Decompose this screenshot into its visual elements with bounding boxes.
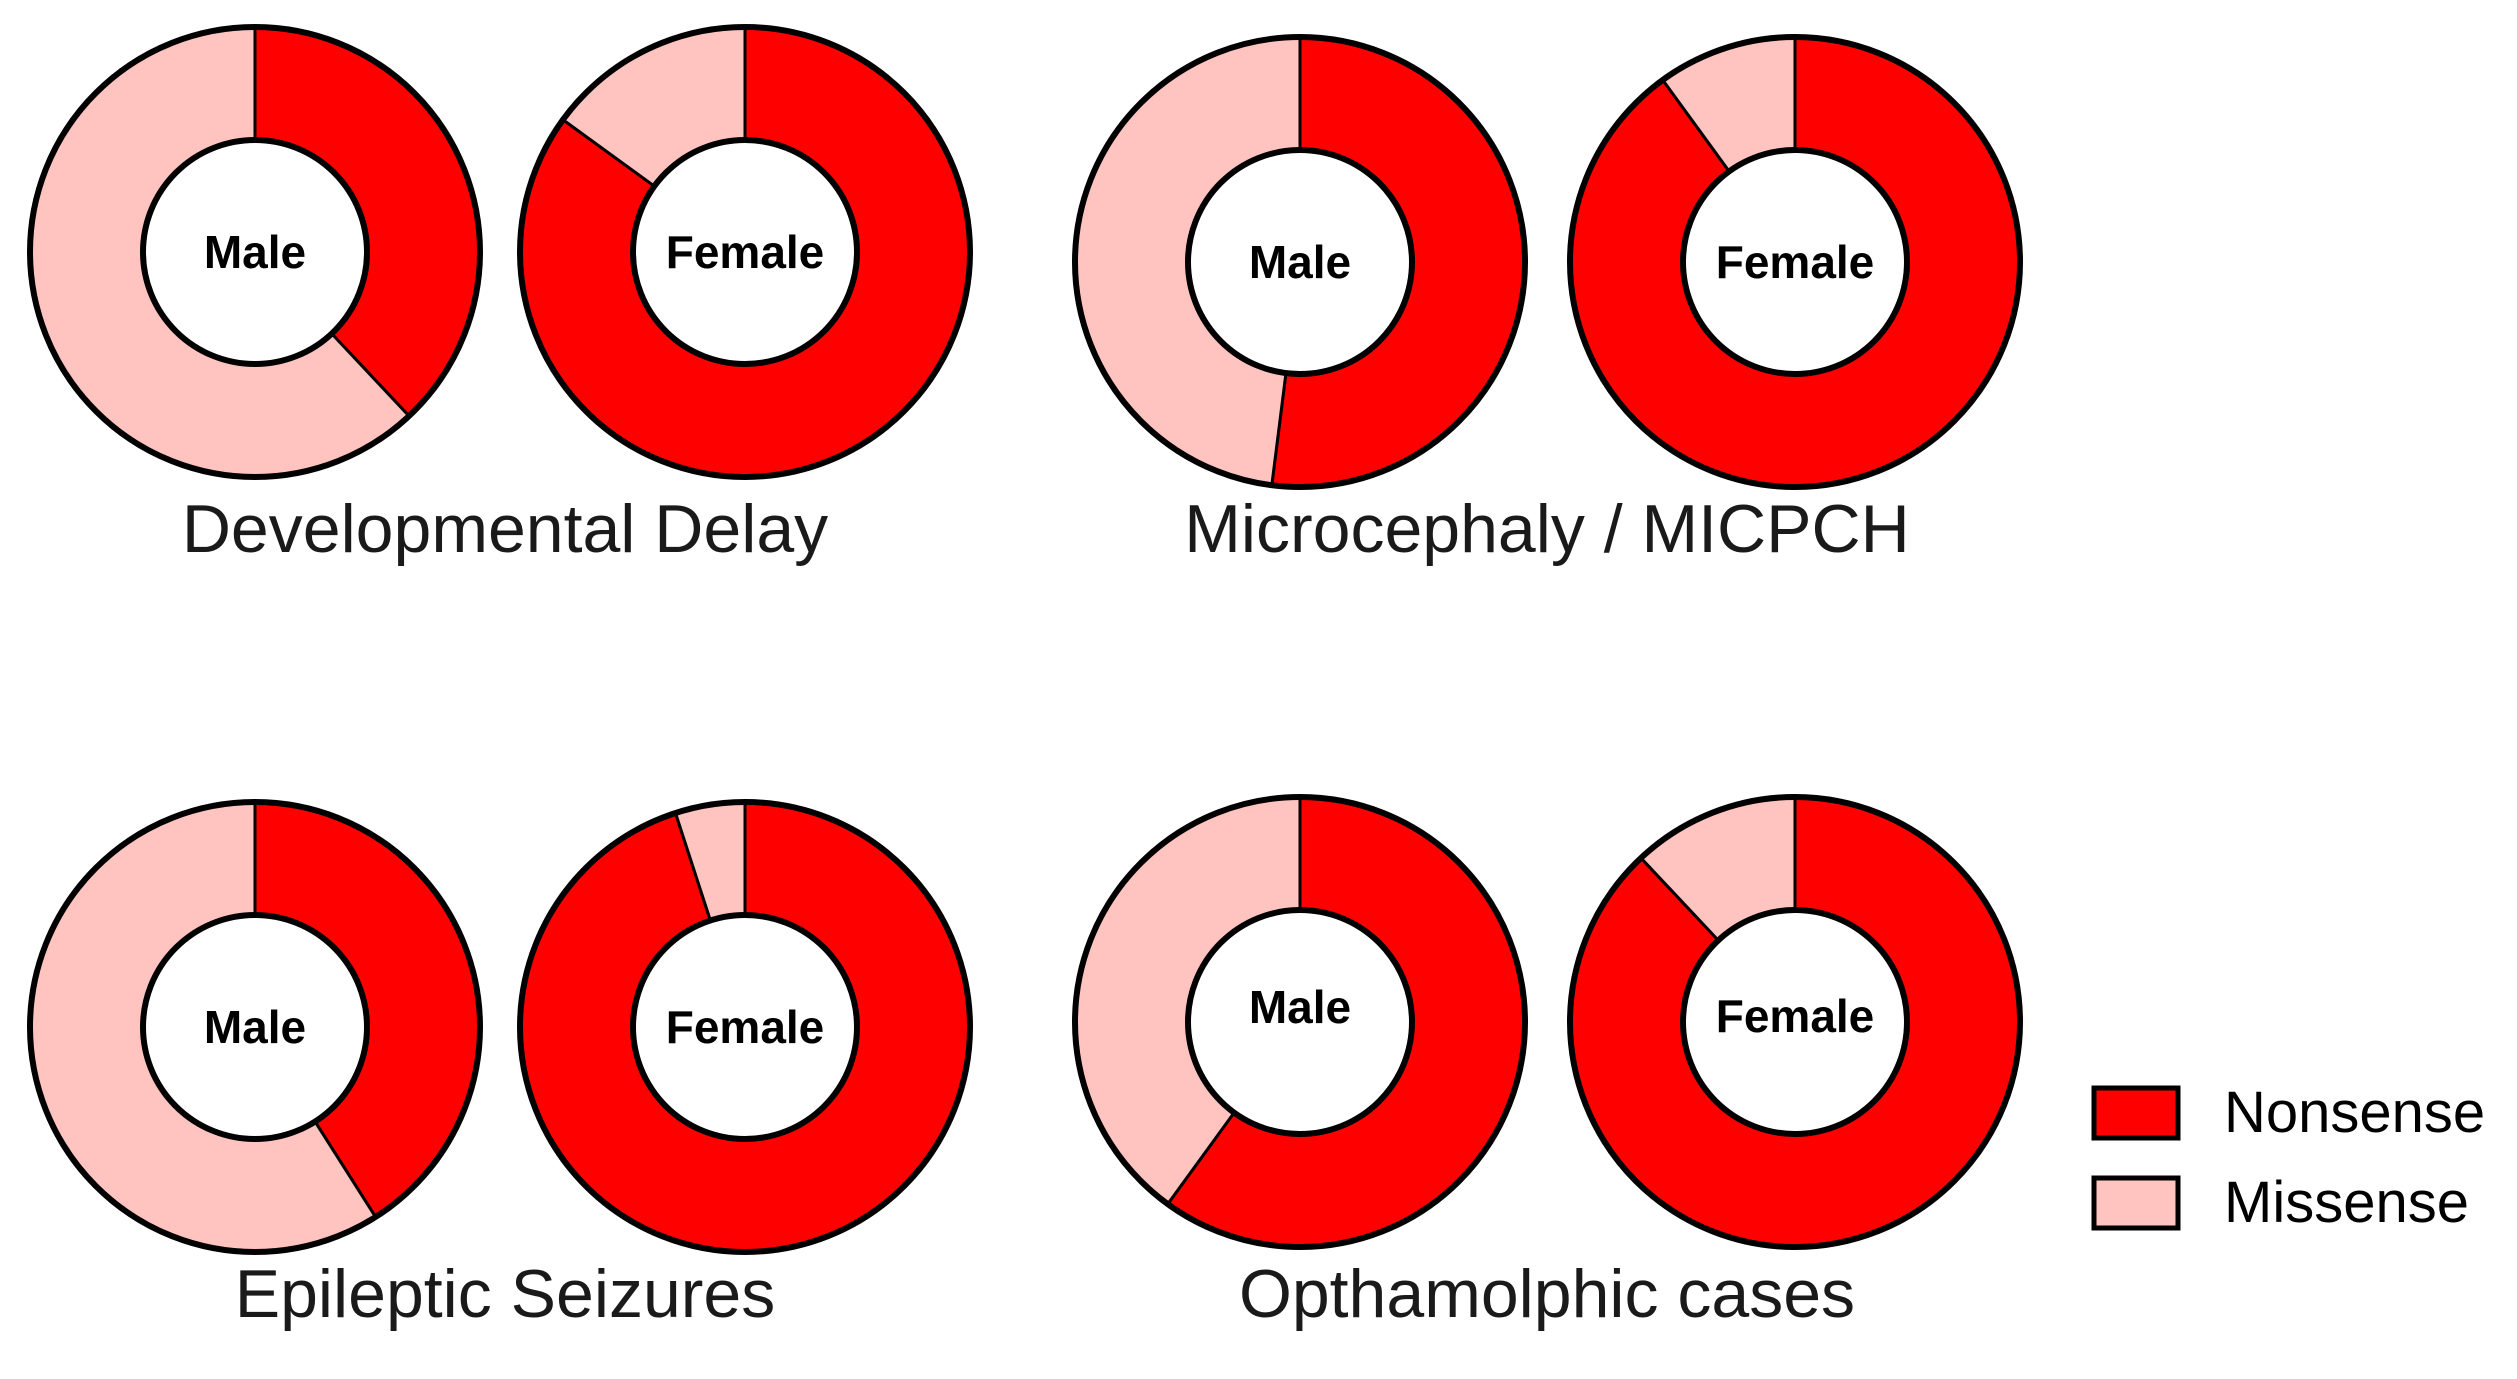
donut-0-1: Female — [517, 24, 973, 480]
donut-center-label: Female — [1716, 990, 1875, 1042]
legend-label: Nonsense — [2224, 1080, 2485, 1145]
donut-center-label: Female — [666, 1001, 825, 1053]
donut-outer-outline — [27, 24, 483, 480]
donut-3-1: Female — [1567, 794, 2023, 1250]
donut-outer-outline — [27, 799, 483, 1255]
donut-outer-outline — [1567, 794, 2023, 1250]
panel-title: Microcephaly / MICPCH — [1184, 491, 1910, 567]
donut-hole — [630, 912, 860, 1142]
donut-hole — [630, 137, 860, 367]
donut-2-0: Male — [27, 799, 483, 1255]
legend-entry-missense: Missense — [2091, 1170, 2469, 1235]
donut-center-label: Male — [1249, 236, 1351, 288]
legend-swatch — [2091, 1085, 2181, 1141]
legend-label: Missense — [2224, 1170, 2469, 1235]
donut-0-0: Male — [27, 24, 483, 480]
donut-hole — [140, 137, 370, 367]
donut-1-1: Female — [1567, 34, 2023, 490]
donut-center-label: Female — [1716, 236, 1875, 288]
donut-center-label: Male — [204, 226, 306, 278]
donut-hole — [1680, 147, 1910, 377]
panel-title: Opthamolphic cases — [1239, 1256, 1855, 1332]
donut-hole — [1185, 907, 1415, 1137]
panel-title: Developmental Delay — [182, 491, 828, 567]
donut-1-0: Male — [1072, 34, 1528, 490]
legend-entry-nonsense: Nonsense — [2091, 1080, 2485, 1145]
legend-swatch — [2091, 1175, 2181, 1231]
donut-center-label: Female — [666, 226, 825, 278]
donut-2-1: Female — [517, 799, 973, 1255]
donut-outer-outline — [1567, 34, 2023, 490]
donut-hole — [140, 912, 370, 1142]
donut-center-label: Male — [204, 1001, 306, 1053]
donut-hole — [1680, 907, 1910, 1137]
donut-outer-outline — [1072, 34, 1528, 490]
donut-hole — [1185, 147, 1415, 377]
donut-outer-outline — [1072, 794, 1528, 1250]
panel-title: Epileptic Seizures — [235, 1256, 775, 1332]
donut-outer-outline — [517, 799, 973, 1255]
donut-outer-outline — [517, 24, 973, 480]
donut-center-label: Male — [1249, 981, 1351, 1033]
donut-3-0: Male — [1072, 794, 1528, 1250]
